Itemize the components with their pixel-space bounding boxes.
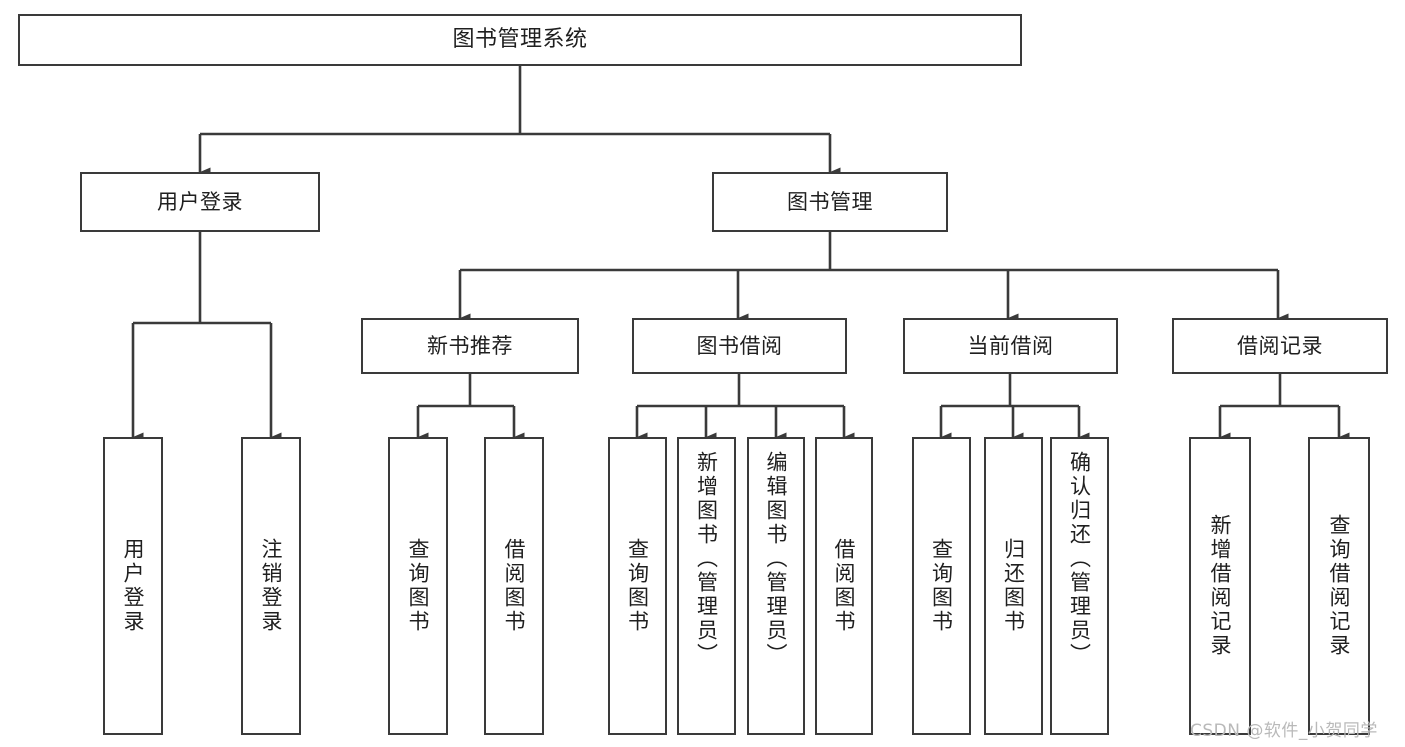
node-leaf-1-label: 注销登录 — [259, 538, 284, 634]
node-leaf-5[interactable]: 新增图书（管理员） — [677, 437, 736, 735]
node-level3-1-label: 图书借阅 — [696, 333, 783, 358]
node-leaf-5-label: 新增图书（管理员） — [694, 451, 719, 667]
node-leaf-11[interactable]: 新增借阅记录 — [1189, 437, 1251, 735]
node-level3-2-label: 当前借阅 — [967, 333, 1054, 358]
node-level2-1-label: 图书管理 — [787, 189, 873, 214]
node-level2-0-label: 用户登录 — [157, 189, 243, 214]
node-leaf-2-label: 查询图书 — [406, 538, 431, 634]
node-level3-0[interactable]: 新书推荐 — [361, 318, 579, 374]
node-leaf-10[interactable]: 确认归还（管理员） — [1050, 437, 1109, 735]
node-leaf-7[interactable]: 借阅图书 — [815, 437, 873, 735]
node-leaf-10-label: 确认归还（管理员） — [1067, 451, 1092, 667]
node-level3-2[interactable]: 当前借阅 — [903, 318, 1118, 374]
node-leaf-0-label: 用户登录 — [121, 538, 146, 634]
node-leaf-3-label: 借阅图书 — [502, 538, 527, 634]
node-leaf-7-label: 借阅图书 — [832, 538, 857, 634]
node-level2-1[interactable]: 图书管理 — [712, 172, 948, 232]
node-leaf-1[interactable]: 注销登录 — [241, 437, 301, 735]
node-level2-0[interactable]: 用户登录 — [80, 172, 320, 232]
node-leaf-12-label: 查询借阅记录 — [1327, 514, 1352, 658]
node-leaf-9[interactable]: 归还图书 — [984, 437, 1043, 735]
node-leaf-0[interactable]: 用户登录 — [103, 437, 163, 735]
node-level3-3[interactable]: 借阅记录 — [1172, 318, 1388, 374]
node-leaf-8-label: 查询图书 — [929, 538, 954, 634]
node-root-label: 图书管理系统 — [452, 27, 588, 53]
node-leaf-12[interactable]: 查询借阅记录 — [1308, 437, 1370, 735]
csdn-watermark: CSDN @软件_小贺同学 — [1190, 721, 1378, 741]
node-level3-1[interactable]: 图书借阅 — [632, 318, 847, 374]
node-root[interactable]: 图书管理系统 — [18, 14, 1022, 66]
node-level3-0-label: 新书推荐 — [427, 333, 513, 358]
node-leaf-2[interactable]: 查询图书 — [388, 437, 448, 735]
node-leaf-6[interactable]: 编辑图书（管理员） — [747, 437, 805, 735]
node-leaf-4[interactable]: 查询图书 — [608, 437, 667, 735]
node-leaf-6-label: 编辑图书（管理员） — [764, 451, 789, 667]
node-leaf-4-label: 查询图书 — [625, 538, 650, 634]
node-leaf-11-label: 新增借阅记录 — [1208, 514, 1233, 658]
node-leaf-9-label: 归还图书 — [1001, 538, 1026, 634]
node-leaf-8[interactable]: 查询图书 — [912, 437, 971, 735]
node-leaf-3[interactable]: 借阅图书 — [484, 437, 544, 735]
node-level3-3-label: 借阅记录 — [1237, 333, 1323, 358]
